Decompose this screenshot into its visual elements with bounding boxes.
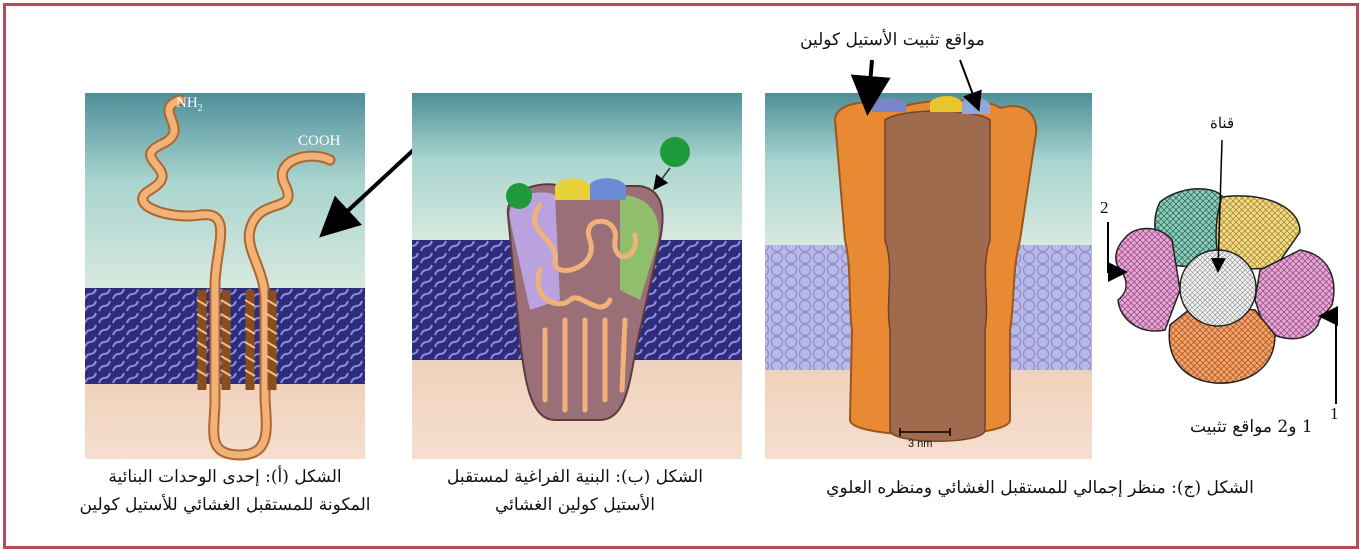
figure-b-caption: الشكل (ب): البنية الفراغية لمستقبل الأست… [410,463,740,519]
subunit-blue [590,178,626,200]
figure-a-caption-line1: الشكل (أ): إحدى الوحدات البنائية [40,463,410,491]
acetylcholine-molecule [660,137,690,167]
figure-a-caption: الشكل (أ): إحدى الوحدات البنائية المكونة… [40,463,410,519]
figure-b-caption-line2: الأستيل كولين الغشائي [410,491,740,519]
channel-label: قناة [1210,114,1234,132]
cooh-label: COOH [298,133,341,150]
panel-b-illustration [412,93,742,459]
binding-sites-label: مواقع تثبيت الأستيل كولين [800,30,985,50]
receptor-pore [885,111,990,441]
site1-label: 1 [1330,404,1339,424]
subunit-yellow [555,179,590,201]
nh2-label: NH2 [176,95,203,114]
panel-c-illustration [765,60,1092,459]
top-subunit-pink-left [1116,228,1180,330]
figure-c-caption: الشكل (ج): منظر إجمالي للمستقبل الغشائي … [780,474,1300,502]
sites-caption: 1 و2 مواقع تثبيت [1190,417,1313,437]
figure-a-caption-line2: المكونة للمستقبل الغشائي للأستيل كولين [40,491,410,519]
site1-arrow [1322,316,1336,404]
top-view-diagram [1108,140,1336,404]
site2-label: 2 [1100,198,1109,218]
figure-b-caption-line1: الشكل (ب): البنية الفراغية لمستقبل [410,463,740,491]
scale-label: 3 nm [908,438,932,450]
acetylcholine-molecule [506,183,532,209]
